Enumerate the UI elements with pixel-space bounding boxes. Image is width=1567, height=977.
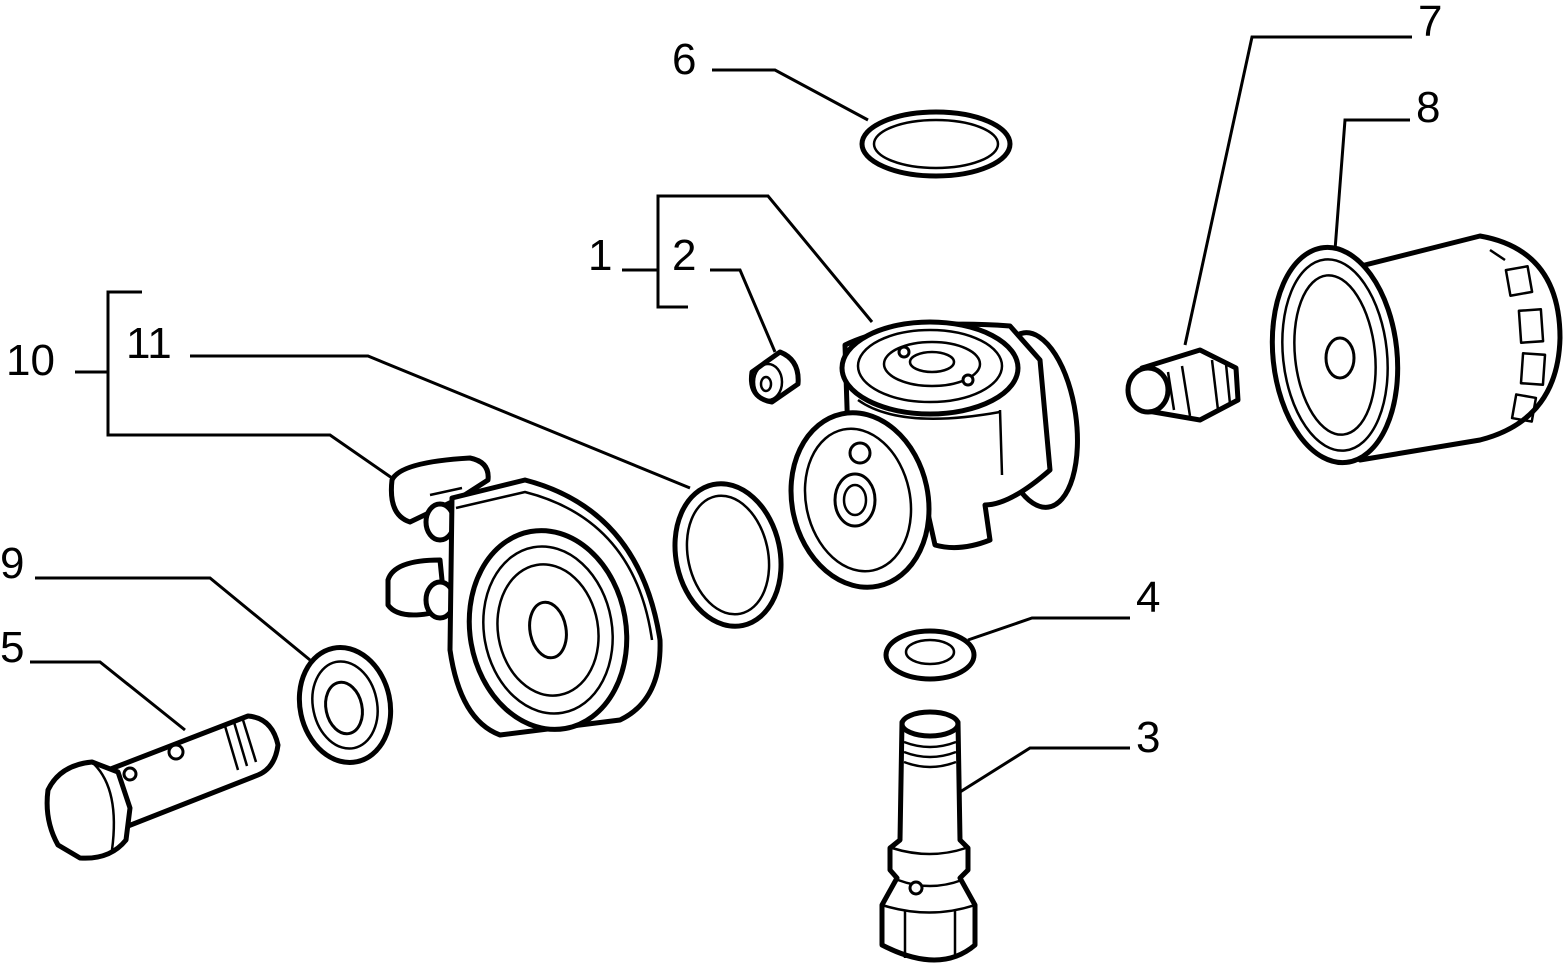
washer-4 [883,628,977,682]
leader-line-4 [967,616,1130,642]
leader-line-11 [190,354,691,490]
callout-labels: 1 2 3 4 5 6 7 8 9 10 11 [0,0,1442,762]
bracket-10 [106,290,393,480]
oil-filter-8 [1269,233,1563,466]
leader-line-8 [1333,118,1410,251]
hollow-bolt-3 [879,709,978,963]
callout-2: 2 [672,231,696,280]
leader-line-3 [959,746,1130,794]
callout-10: 10 [6,336,55,385]
leader-line-5 [30,660,186,732]
leader-line-6 [712,68,869,122]
leader-line-2 [710,268,777,353]
callout-5: 5 [0,623,24,672]
bracket-1-2 [656,194,874,323]
banjo-bolt-5 [44,713,281,861]
leader-line-9 [35,576,311,662]
callout-4: 4 [1136,573,1160,622]
filter-housing-1 [788,319,1080,590]
leader-lines [30,35,1412,794]
nipple-fitting-7 [1125,347,1241,423]
leader-line-7 [1183,35,1412,346]
callout-11: 11 [126,319,172,368]
callout-8: 8 [1416,83,1440,132]
sealing-washer-9 [296,645,394,765]
callout-3: 3 [1136,713,1160,762]
callout-7: 7 [1418,0,1442,46]
plug-2 [748,349,801,405]
o-ring-6 [859,109,1013,179]
oil-cooler-10 [385,455,663,738]
callout-6: 6 [672,35,696,84]
o-ring-11 [672,481,784,629]
callout-9: 9 [0,539,24,588]
callout-1: 1 [588,231,612,280]
